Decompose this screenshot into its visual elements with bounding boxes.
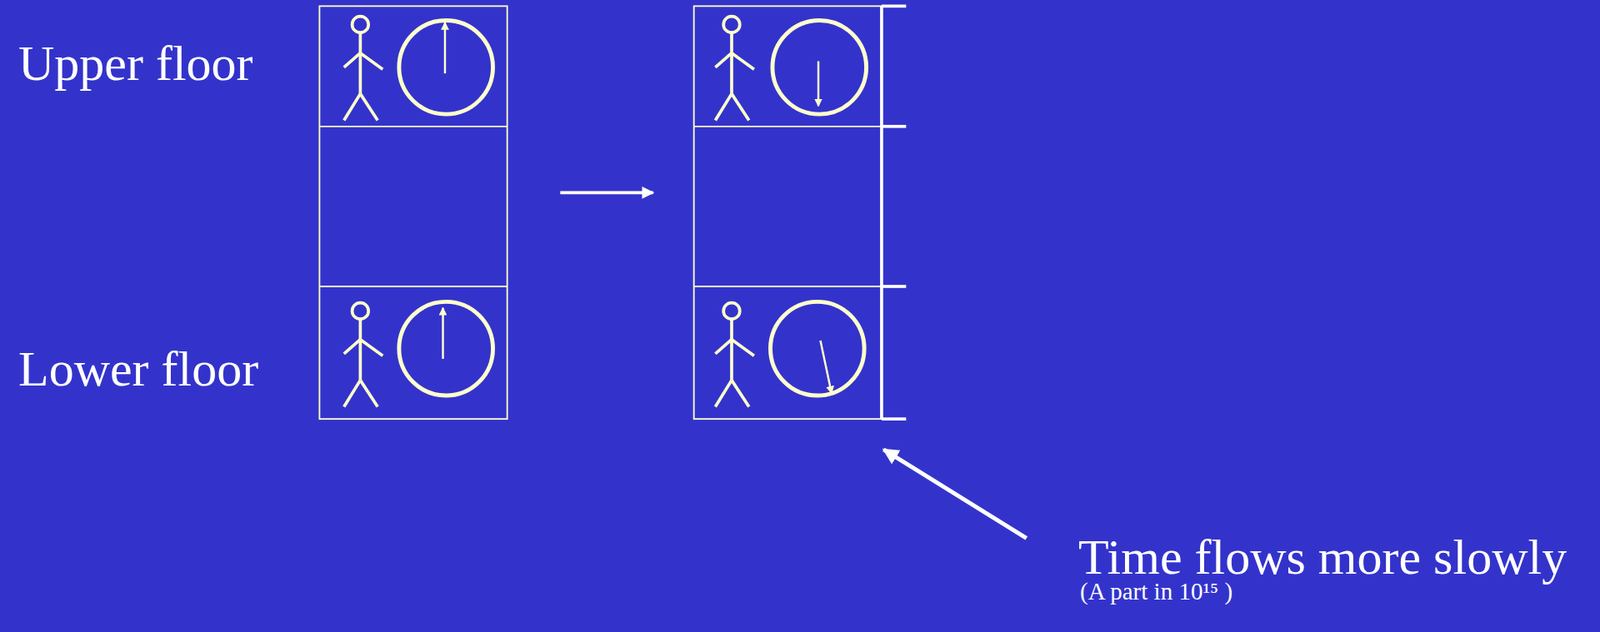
building-after [694, 5, 882, 420]
note-text: Time flows more slowly [1078, 532, 1567, 583]
floor-bracket [881, 5, 906, 420]
building-before [319, 5, 507, 420]
clock [770, 20, 866, 396]
floor-label: Upper floor [18, 38, 254, 89]
clock [399, 20, 494, 396]
pointer-arrow [883, 450, 1026, 540]
floor-label: Lower floor [18, 344, 259, 395]
note-detail: (A part in 10¹⁵ ) [1080, 580, 1233, 605]
